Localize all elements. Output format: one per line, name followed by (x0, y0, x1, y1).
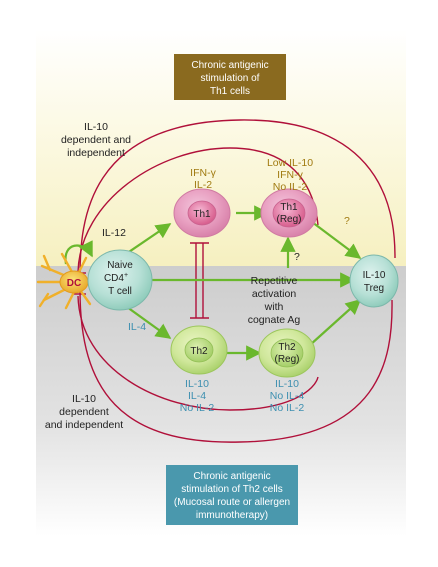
dc-dendrite (78, 288, 92, 306)
suppression-arcs (74, 119, 396, 443)
bottom-box: Chronic antigenic stimulation of Th2 cel… (166, 465, 298, 525)
dc-dendrite (60, 252, 74, 274)
th2-label: Th2 (190, 346, 208, 357)
il10-top-label: IL-10 dependent and independent (61, 121, 131, 159)
repetitive-line-2: activation (252, 288, 297, 300)
treg-label-2: Treg (364, 283, 384, 294)
th1reg-cytokine-3: No IL-2 (273, 181, 308, 193)
naive-t-cell: Naive CD4+ T cell (87, 249, 153, 311)
th1-cytokine-2: IL-2 (194, 179, 212, 191)
top-box-line-1: Chronic antigenic (191, 60, 268, 71)
th1reg-cytokines: Low IL-10 IFN-γ No IL-2 (267, 157, 313, 193)
th1-label: Th1 (193, 209, 211, 220)
th2-cytokine-1: IL-10 (185, 378, 209, 390)
bottom-box-line-3: (Mucosal route or allergen (174, 497, 290, 508)
naive-cell-body (87, 249, 153, 311)
repetitive-activation-label: Repetitive activation with cognate Ag (248, 275, 301, 326)
th2reg-cell: Th2 (Reg) (258, 328, 316, 378)
th1reg-label-2: (Reg) (276, 214, 301, 225)
il10-top-line-2: dependent and (61, 134, 131, 146)
treg-label-1: IL-10 (363, 270, 386, 281)
th2reg-cytokine-3: No IL-2 (270, 402, 305, 414)
naive-label-plus: + (124, 272, 128, 279)
dc-label: DC (67, 278, 81, 289)
il10-top-line-1: IL-10 (84, 121, 108, 133)
th1-cytokines: IFN-γ IL-2 (190, 167, 216, 191)
dc-dendrite (40, 264, 68, 278)
dendritic-cell: DC (36, 252, 92, 310)
question-mark-upper: ? (344, 215, 350, 227)
il4-label: IL-4 (128, 321, 146, 333)
il10-bottom-line-3: and independent (45, 419, 123, 431)
th2-cell-nucleus (184, 337, 214, 363)
th1reg-cytokine-2: IFN-γ (277, 169, 303, 181)
th1reg-cell: Th1 (Reg) (260, 188, 318, 238)
th1-cell-nucleus (187, 200, 217, 226)
repetitive-line-1: Repetitive (251, 275, 298, 287)
th1-cell: Th1 (173, 188, 231, 238)
bottom-box-line-4: immunotherapy) (196, 510, 268, 521)
dc-dendrite (42, 254, 52, 272)
th2-cytokines: IL-10 IL-4 No IL-2 (180, 378, 215, 414)
arrow-th2reg-to-treg (309, 298, 362, 346)
th1reg-label-1: Th1 (280, 202, 298, 213)
repetitive-line-3: with (264, 301, 284, 313)
suppression-arc-inner-bottom (77, 295, 319, 411)
il10-bottom-line-1: IL-10 (72, 393, 96, 405)
th2-cytokine-3: No IL-2 (180, 402, 215, 414)
il12-label: IL-12 (102, 227, 126, 239)
top-box-line-2: stimulation of (201, 73, 260, 84)
suppression-arc-outer-top (79, 119, 396, 277)
top-box-line-3: Th1 cells (210, 86, 250, 97)
th1reg-cell-nucleus (272, 198, 306, 228)
naive-label-cd4: CD4 (104, 273, 124, 284)
arrow-th1reg-to-treg (311, 221, 362, 259)
bottom-box-line-1: Chronic antigenic (193, 471, 270, 482)
th2reg-cytokines: IL-10 No IL-4 No IL-2 (270, 378, 305, 414)
naive-label-2: CD4+ (104, 272, 128, 284)
th2reg-cytokine-1: IL-10 (275, 378, 299, 390)
suppression-arc-inner-top (77, 147, 319, 273)
th2reg-cytokine-2: No IL-4 (270, 390, 305, 402)
th2reg-cell-nucleus (270, 338, 304, 368)
bottom-box-background (166, 465, 298, 525)
treg-cell-body (349, 254, 399, 308)
naive-label-1: Naive (107, 260, 133, 271)
th2reg-label-1: Th2 (278, 342, 296, 353)
th2-cytokine-2: IL-4 (188, 390, 206, 402)
il10-bottom-line-2: dependent (59, 406, 109, 418)
repetitive-line-4: cognate Ag (248, 314, 301, 326)
bottom-box-line-2: stimulation of Th2 cells (181, 484, 283, 495)
dc-dendrite (42, 287, 68, 302)
top-box: Chronic antigenic stimulation of Th1 cel… (174, 54, 286, 100)
dc-dendrite (38, 292, 50, 308)
il10-bottom-label: IL-10 dependent and independent (45, 393, 123, 431)
suppression-arc-outer-bottom (79, 289, 393, 443)
th2reg-label-2: (Reg) (274, 354, 299, 365)
dc-dendrite (64, 290, 76, 310)
th1-cytokine-1: IFN-γ (190, 167, 216, 179)
il10-top-line-3: independent (67, 147, 125, 159)
treg-cell: IL-10 Treg (349, 254, 399, 308)
question-mark-middle: ? (294, 251, 300, 263)
th2-cell: Th2 (170, 325, 228, 375)
naive-label-3: T cell (108, 286, 132, 297)
th1reg-cytokine-1: Low IL-10 (267, 157, 313, 169)
top-box-background (174, 54, 286, 100)
